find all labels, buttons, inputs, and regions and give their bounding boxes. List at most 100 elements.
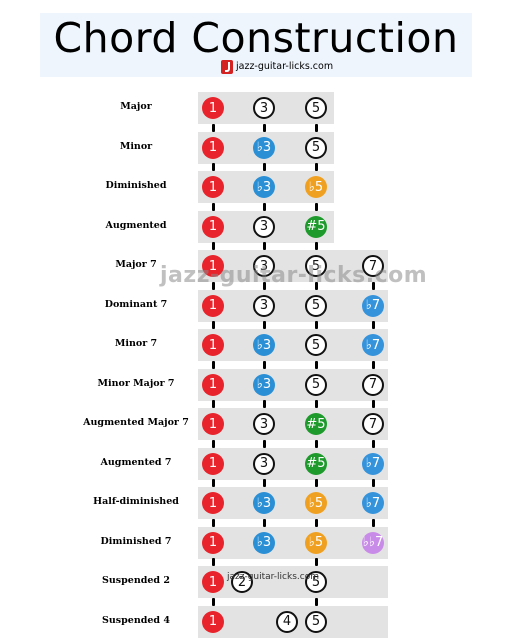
voice-connector (211, 202, 215, 211)
chord-name: Dominant 7 (104, 298, 168, 310)
chord-tone-root: 1 (202, 413, 224, 435)
voice-connector (211, 163, 215, 172)
voice-connector (262, 242, 266, 251)
voice-connector (262, 202, 266, 211)
chord-tone-root: 1 (202, 215, 224, 238)
chord-tone-fifth: 5 (305, 571, 327, 593)
voice-connector (314, 321, 318, 330)
chord-tone-fourth: 4 (276, 610, 298, 633)
voice-connector (211, 400, 215, 409)
voice-connector (211, 123, 215, 132)
chord-tone-second: 2 (231, 571, 253, 593)
chord-row-band (198, 289, 388, 322)
voice-connector (211, 360, 215, 369)
chord-name: Major 7 (115, 259, 157, 270)
voice-connector (211, 242, 215, 251)
chord-tone-root: 1 (202, 571, 224, 593)
voice-connector (314, 518, 318, 527)
chord-tone-root: 1 (202, 531, 224, 554)
chord-tone-sharp-fifth: #5 (305, 413, 327, 435)
voice-connector (314, 242, 318, 251)
voice-connector (314, 400, 318, 409)
voice-connector (314, 439, 318, 448)
chord-tone-root: 1 (202, 373, 224, 396)
voice-connector (262, 518, 266, 527)
chord-name: Diminished (105, 180, 167, 191)
chord-tone-flat-seventh: ♭7 (362, 294, 384, 317)
chord-tone-third: 3 (253, 255, 275, 277)
chord-tone-seventh: 7 (362, 255, 384, 277)
chord-name: Augmented Major 7 (83, 417, 189, 428)
chord-tone-root: 1 (202, 492, 224, 514)
chord-tone-flat-third: ♭3 (253, 176, 275, 198)
chord-tone-flat-seventh: ♭7 (362, 492, 384, 514)
voice-connector (371, 400, 375, 409)
voice-connector (371, 439, 375, 448)
voice-connector (262, 321, 266, 330)
header-banner (40, 13, 472, 77)
chord-row-band (198, 566, 388, 598)
chord-tone-root: 1 (202, 610, 224, 633)
chord-row-band (198, 487, 388, 519)
chord-tone-fifth: 5 (305, 97, 327, 119)
voice-connector (371, 479, 375, 488)
voice-connector (262, 400, 266, 409)
chord-name: Minor (119, 140, 153, 152)
chord-name: Augmented 7 (100, 456, 172, 468)
voice-connector (314, 202, 318, 211)
chord-row-band (198, 526, 388, 559)
voice-connector (314, 123, 318, 132)
chord-tone-double-flat-seventh: ♭♭7 (362, 531, 384, 554)
voice-connector (211, 518, 215, 527)
chord-tone-root: 1 (202, 176, 224, 198)
chord-tone-third: 3 (253, 97, 275, 119)
chord-tone-flat-third: ♭3 (253, 136, 275, 159)
chord-name: Major (120, 101, 152, 112)
chord-tone-fifth: 5 (305, 334, 327, 356)
voice-connector (211, 321, 215, 330)
chord-name: Minor Major 7 (97, 377, 175, 389)
voice-connector (211, 597, 215, 606)
chord-tone-root: 1 (202, 97, 224, 119)
chord-tone-sharp-fifth: #5 (305, 452, 327, 475)
chord-row-band (198, 250, 388, 282)
page-title: Chord Construction (53, 14, 459, 62)
chord-row-band (198, 408, 388, 440)
voice-connector (314, 360, 318, 369)
chord-tone-flat-third: ♭3 (253, 334, 275, 356)
voice-connector (314, 163, 318, 172)
chord-tone-root: 1 (202, 294, 224, 317)
chord-row-band (198, 447, 388, 480)
voice-connector (262, 123, 266, 132)
chord-tone-fifth: 5 (305, 294, 327, 317)
chord-tone-sharp-fifth: #5 (305, 215, 327, 238)
chord-name: Augmented (105, 219, 167, 231)
voice-connector (262, 439, 266, 448)
chord-name: Suspended 4 (102, 614, 170, 626)
voice-connector (211, 558, 215, 567)
site-logo-icon (221, 60, 233, 74)
chord-tone-fifth: 5 (305, 136, 327, 159)
voice-connector (371, 518, 375, 527)
chord-tone-third: 3 (253, 294, 275, 317)
chord-tone-seventh: 7 (362, 413, 384, 435)
chord-tone-flat-seventh: ♭7 (362, 452, 384, 475)
chord-row-band (198, 368, 388, 401)
chord-tone-flat-third: ♭3 (253, 531, 275, 554)
voice-connector (371, 360, 375, 369)
voice-connector (371, 321, 375, 330)
voice-connector (211, 439, 215, 448)
chord-row-band (198, 329, 388, 361)
chord-tone-third: 3 (253, 452, 275, 475)
chord-name: Diminished 7 (100, 535, 172, 547)
chord-name: Suspended 2 (102, 575, 170, 586)
chord-tone-root: 1 (202, 136, 224, 159)
voice-connector (262, 281, 266, 290)
voice-connector (262, 479, 266, 488)
chord-tone-flat-fifth: ♭5 (305, 531, 327, 554)
voice-connector (262, 360, 266, 369)
voice-connector (314, 479, 318, 488)
chord-tone-flat-third: ♭3 (253, 492, 275, 514)
chord-tone-third: 3 (253, 413, 275, 435)
